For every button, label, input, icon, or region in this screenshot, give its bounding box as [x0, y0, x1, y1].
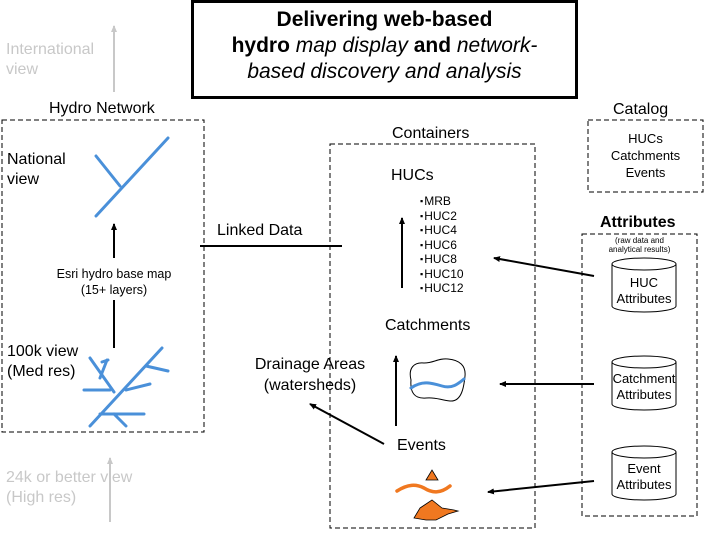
med-res-view-label: 100k view (Med res) [7, 343, 79, 380]
drainage-areas-label: Drainage Areas (watersheds) [254, 356, 366, 394]
title-line-3: based discovery and analysis [247, 60, 522, 83]
events-label: Events [397, 437, 446, 454]
attributes-heading: Attributes [600, 214, 676, 231]
huc-attributes-label: HUC Attributes [616, 275, 672, 306]
hucs-label: HUCs [391, 167, 434, 184]
national-stream-icon [94, 136, 170, 218]
title-map-display: map display [295, 34, 408, 57]
title-line-1: Delivering web-based [276, 8, 493, 31]
title-hydro: hydro [231, 34, 290, 57]
linked-data-label: Linked Data [217, 222, 303, 239]
catalog-items-list: HUCs Catchments Events [588, 130, 703, 181]
attributes-note: (raw data and analytical results) [608, 236, 671, 254]
catalog-heading: Catalog [613, 101, 669, 118]
title-and: and [413, 34, 452, 57]
huc-level-item: MRB [420, 194, 464, 209]
hydro-network-box [1, 119, 205, 433]
national-view-label: National view [7, 151, 66, 188]
huc-attributes-arrow [493, 256, 595, 277]
huc-level-item: HUC6 [420, 238, 464, 253]
event-attributes-cylinder [611, 445, 677, 501]
international-view-label: International view [6, 41, 95, 78]
catchments-label: Catchments [385, 317, 471, 334]
huc-level-item: HUC10 [420, 267, 463, 282]
huc-level-item: HUC4 [420, 223, 464, 238]
huc-level-item: HUC8 [420, 252, 464, 267]
attributes-box [581, 233, 698, 517]
catalog-item: Events [625, 165, 666, 180]
hydro-network-heading: Hydro Network [49, 100, 155, 117]
catchment-attributes-label: Catchment Attributes [612, 371, 676, 402]
event-icons [395, 469, 460, 521]
containers-heading: Containers [392, 125, 470, 142]
med-res-stream-icon [82, 346, 170, 428]
huc-attributes-cylinder [611, 257, 677, 313]
catalog-item: Catchments [610, 148, 681, 163]
high-res-view-label: 24k or better view (High res) [6, 469, 133, 506]
event-attributes-arrow [487, 480, 595, 495]
title-network: network- [456, 34, 538, 57]
catchment-attributes-cylinder [611, 355, 677, 411]
basemap-label: Esri hydro base map (15+ layers) [56, 267, 172, 297]
catalog-item: HUCs [628, 131, 663, 146]
huc-level-item: HUC12 [420, 281, 463, 296]
catalog-box [587, 119, 704, 193]
catchment-icon [409, 358, 466, 402]
event-attributes-label: Event Attributes [616, 461, 672, 492]
huc-level-item: HUC2 [420, 209, 464, 224]
title-box: Delivering web-based hydro map display a… [191, 0, 578, 99]
huc-levels-list: MRB HUC2 HUC4 HUC6 HUC8 HUC10 HUC12 [420, 194, 464, 296]
containers-box [329, 143, 536, 529]
events-to-drainage-arrow [309, 403, 385, 445]
